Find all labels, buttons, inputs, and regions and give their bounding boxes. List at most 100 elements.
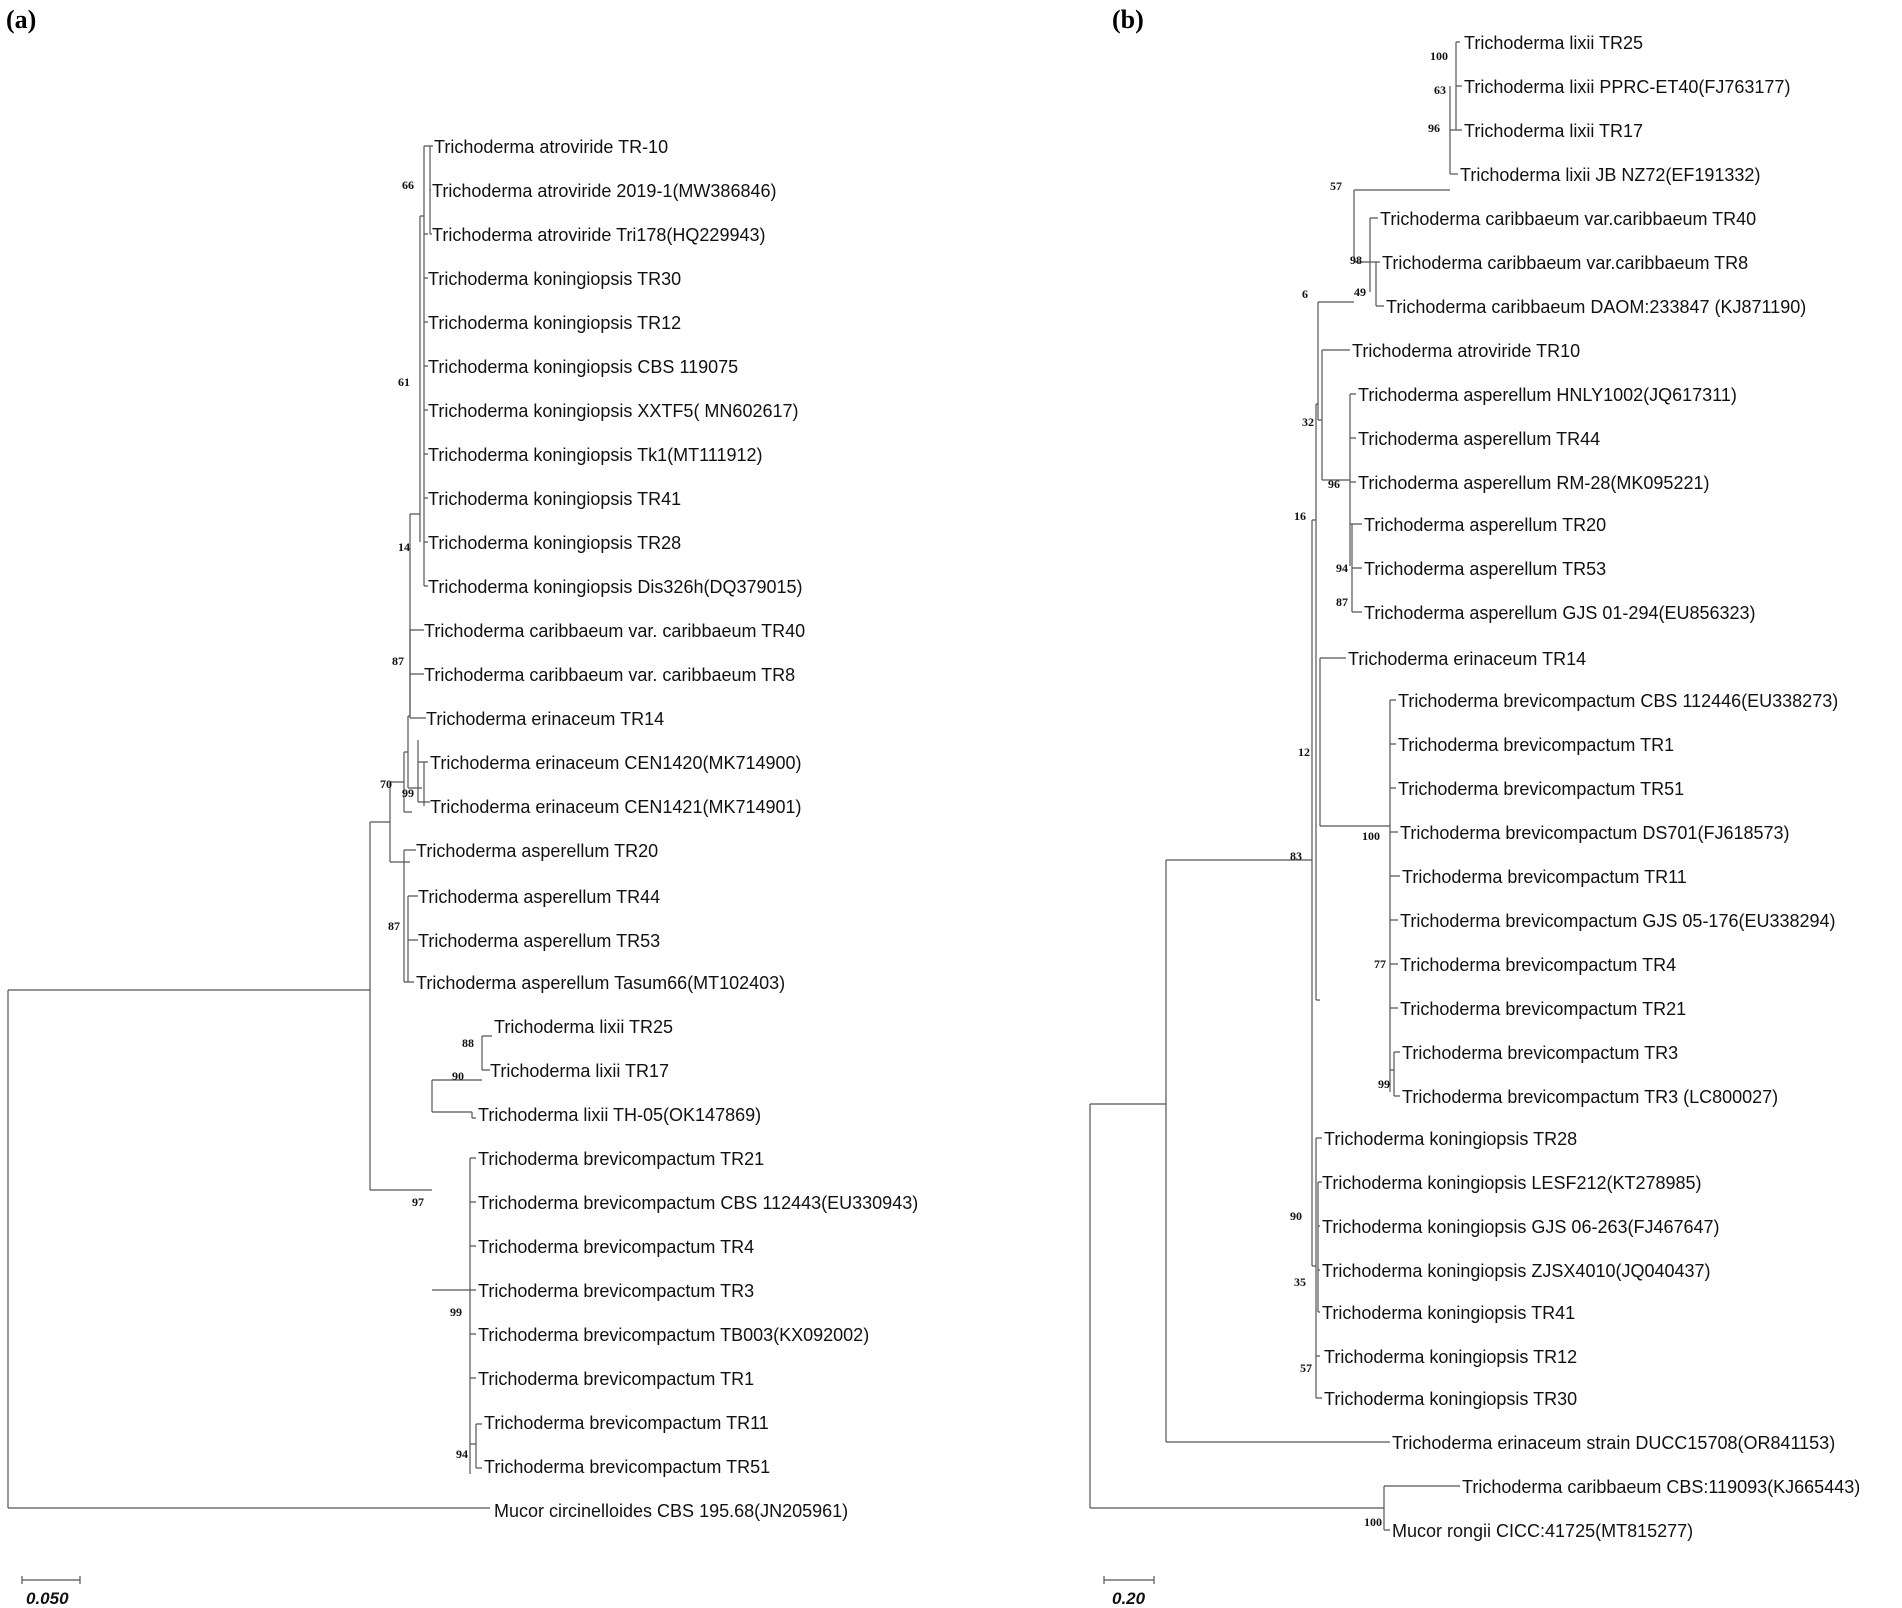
bootstrap-value: 12: [1298, 745, 1310, 759]
leaf-label: Trichoderma koningiopsis ZJSX4010(JQ0404…: [1322, 1261, 1711, 1281]
bootstrap-value: 32: [1302, 415, 1314, 429]
bootstrap-value: 88: [462, 1036, 474, 1050]
bootstrap-value: 63: [1434, 83, 1446, 97]
leaf-label: Trichoderma erinaceum CEN1421(MK714901): [430, 797, 802, 817]
leaf-label: Trichoderma lixii TR25: [1464, 33, 1643, 53]
bootstrap-value: 70: [380, 777, 392, 791]
leaf-label: Trichoderma atroviride TR-10: [434, 137, 668, 157]
leaf-label: Trichoderma koningiopsis TR28: [428, 533, 681, 553]
leaf-label: Trichoderma brevicompactum TR4: [1400, 955, 1676, 975]
bootstrap-value: 99: [1378, 1077, 1390, 1091]
leaf-label: Trichoderma brevicompactum TR3: [478, 1281, 754, 1301]
bootstrap-value: 96: [1428, 121, 1440, 135]
leaf-label: Trichoderma brevicompactum TR1: [478, 1369, 754, 1389]
leaf-label: Trichoderma lixii TH-05(OK147869): [478, 1105, 761, 1125]
leaf-label: Trichoderma erinaceum TR14: [1348, 649, 1586, 669]
leaf-label: Trichoderma brevicompactum CBS 112443(EU…: [478, 1193, 918, 1213]
bootstrap-value: 97: [412, 1195, 424, 1209]
bootstrap-value: 87: [388, 919, 400, 933]
leaf-label: Trichoderma brevicompactum TR3: [1402, 1043, 1678, 1063]
leaf-label: Trichoderma koningiopsis TR41: [1322, 1303, 1575, 1323]
leaf-label: Trichoderma brevicompactum TR21: [1400, 999, 1686, 1019]
leaf-label: Trichoderma brevicompactum TR11: [1402, 867, 1687, 887]
leaf-label: Trichoderma brevicompactum GJS 05-176(EU…: [1400, 911, 1836, 931]
leaf-label: Trichoderma lixii TR17: [1464, 121, 1643, 141]
leaf-label: Trichoderma koningiopsis TR12: [1324, 1347, 1577, 1367]
bootstrap-value: 94: [456, 1447, 468, 1461]
bootstrap-value: 98: [1350, 253, 1362, 267]
bootstrap-value: 57: [1330, 179, 1342, 193]
bootstrap-value: 90: [452, 1069, 464, 1083]
leaf-label: Trichoderma lixii JB NZ72(EF191332): [1460, 165, 1760, 185]
bootstrap-value: 90: [1290, 1209, 1302, 1223]
panel-a-label: (a): [6, 5, 36, 34]
leaf-label: Trichoderma asperellum Tasum66(MT102403): [416, 973, 785, 993]
tree-a-bootstrap: 66 61 14 87 99 70 87 88 90 97 99 94: [380, 178, 474, 1461]
leaf-label: Trichoderma caribbaeum DAOM:233847 (KJ87…: [1386, 297, 1806, 317]
bootstrap-value: 77: [1374, 957, 1386, 971]
leaf-label: Trichoderma koningiopsis XXTF5( MN602617…: [428, 401, 799, 421]
leaf-label: Trichoderma koningiopsis Dis326h(DQ37901…: [428, 577, 803, 597]
bootstrap-value: 94: [1336, 561, 1348, 575]
panel-b-label: (b): [1112, 5, 1144, 34]
leaf-label: Trichoderma erinaceum TR14: [426, 709, 664, 729]
leaf-label: Trichoderma caribbaeum var. caribbaeum T…: [424, 621, 805, 641]
bootstrap-value: 83: [1290, 849, 1302, 863]
leaf-label: Trichoderma caribbaeum var.caribbaeum TR…: [1382, 253, 1748, 273]
leaf-label: Trichoderma koningiopsis TR12: [428, 313, 681, 333]
leaf-label: Trichoderma koningiopsis Tk1(MT111912): [428, 445, 762, 465]
tree-b-branches: [1089, 41, 1462, 1531]
leaf-label: Trichoderma asperellum TR20: [416, 841, 658, 861]
bootstrap-value: 49: [1354, 285, 1366, 299]
scale-bar-a: 0.050: [21, 1576, 81, 1608]
bootstrap-value: 14: [398, 540, 410, 554]
tree-b-leaves: Trichoderma lixii TR25 Trichoderma lixii…: [1322, 33, 1860, 1541]
bootstrap-value: 35: [1294, 1275, 1306, 1289]
leaf-label: Trichoderma brevicompactum TR51: [1398, 779, 1684, 799]
leaf-label: Trichoderma caribbaeum var.caribbaeum TR…: [1380, 209, 1756, 229]
bootstrap-value: 100: [1362, 829, 1380, 843]
leaf-label: Trichoderma brevicompactum TR51: [484, 1457, 770, 1477]
bootstrap-value: 57: [1300, 1361, 1312, 1375]
leaf-label: Trichoderma asperellum TR20: [1364, 515, 1606, 535]
leaf-label: Trichoderma koningiopsis TR41: [428, 489, 681, 509]
leaf-label: Mucor rongii CICC:41725(MT815277): [1392, 1521, 1693, 1541]
bootstrap-value: 61: [398, 375, 410, 389]
bootstrap-value: 100: [1364, 1515, 1382, 1529]
scale-label: 0.20: [1112, 1589, 1146, 1608]
leaf-label: Trichoderma brevicompactum TR1: [1398, 735, 1674, 755]
leaf-label: Trichoderma lixii PPRC-ET40(FJ763177): [1464, 77, 1790, 97]
leaf-label: Trichoderma asperellum TR44: [1358, 429, 1600, 449]
leaf-label: Trichoderma koningiopsis TR30: [428, 269, 681, 289]
leaf-label: Trichoderma brevicompactum TR3 (LC800027…: [1402, 1087, 1778, 1107]
bootstrap-value: 6: [1302, 287, 1308, 301]
bootstrap-value: 96: [1328, 477, 1340, 491]
leaf-label: Trichoderma koningiopsis TR30: [1324, 1389, 1577, 1409]
leaf-label: Trichoderma asperellum TR53: [418, 931, 660, 951]
leaf-label: Trichoderma brevicompactum CBS 112446(EU…: [1398, 691, 1838, 711]
leaf-label: Trichoderma caribbaeum CBS:119093(KJ6654…: [1462, 1477, 1860, 1497]
bootstrap-value: 16: [1294, 509, 1306, 523]
tree-b-bootstrap: 100 63 96 57 98 49 6 32 96 94 87 16 12 1…: [1290, 49, 1448, 1529]
bootstrap-value: 87: [1336, 595, 1348, 609]
bootstrap-value: 87: [392, 654, 404, 668]
leaf-label: Trichoderma brevicompactum DS701(FJ61857…: [1400, 823, 1790, 843]
leaf-label: Trichoderma atroviride TR10: [1352, 341, 1580, 361]
leaf-label: Trichoderma lixii TR17: [490, 1061, 669, 1081]
tree-a-leaves: Trichoderma atroviride TR-10 Trichoderma…: [416, 137, 918, 1521]
leaf-label: Trichoderma lixii TR25: [494, 1017, 673, 1037]
leaf-label: Trichoderma koningiopsis LESF212(KT27898…: [1322, 1173, 1702, 1193]
bootstrap-value: 100: [1430, 49, 1448, 63]
leaf-label: Trichoderma erinaceum strain DUCC15708(O…: [1392, 1433, 1835, 1453]
bootstrap-value: 66: [402, 178, 414, 192]
leaf-label: Trichoderma atroviride Tri178(HQ229943): [432, 225, 765, 245]
leaf-label: Trichoderma koningiopsis TR28: [1324, 1129, 1577, 1149]
scale-bar-b: 0.20: [1103, 1576, 1155, 1608]
leaf-label: Trichoderma brevicompactum TB003(KX09200…: [478, 1325, 869, 1345]
leaf-label: Trichoderma brevicompactum TR21: [478, 1149, 764, 1169]
leaf-label: Trichoderma caribbaeum var. caribbaeum T…: [424, 665, 795, 685]
leaf-label: Trichoderma asperellum RM-28(MK095221): [1358, 473, 1709, 493]
bootstrap-value: 99: [402, 786, 414, 800]
leaf-label: Trichoderma asperellum GJS 01-294(EU8563…: [1364, 603, 1756, 623]
